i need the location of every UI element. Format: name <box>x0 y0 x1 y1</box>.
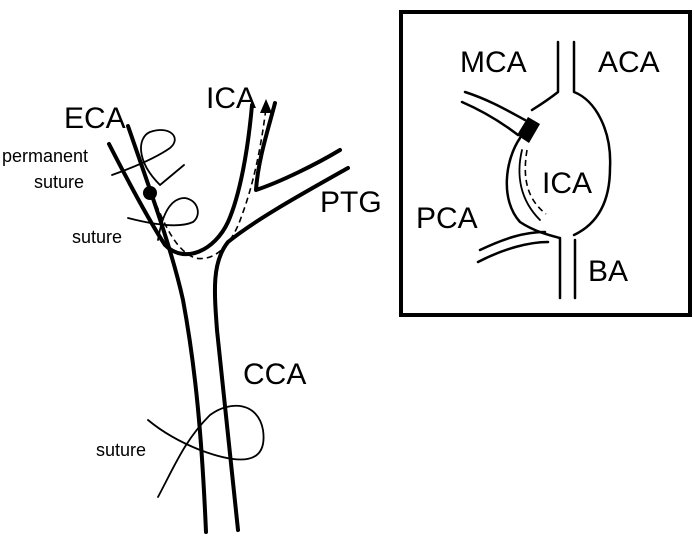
mca-lower-wall <box>460 100 520 137</box>
label-suture-lower: suture <box>96 440 146 460</box>
permanent-suture-loop <box>111 129 185 186</box>
aca-left-wall <box>530 40 560 112</box>
filament-path <box>151 107 267 260</box>
neck-vessels <box>107 101 350 534</box>
arrow-head-icon <box>260 99 272 113</box>
label-ptg: PTG <box>320 186 382 219</box>
aca-right-wall <box>572 40 612 237</box>
ica-ptg-upper-wall <box>254 101 342 192</box>
inset-label-mca: MCA <box>460 46 527 79</box>
eca-ica-inner-wall <box>107 103 254 257</box>
inset-label-pca: PCA <box>416 202 478 235</box>
pca-lower-wall <box>476 240 550 264</box>
inset-label-ica: ICA <box>542 167 592 200</box>
label-suture-upper: suture <box>72 227 122 247</box>
label-ica: ICA <box>206 82 256 115</box>
cca-suture-loop <box>147 404 265 498</box>
mca-upper-wall <box>463 90 527 122</box>
mca-occluder <box>517 117 540 143</box>
pca-upper-wall <box>478 230 547 252</box>
eca-cca-left-wall <box>126 124 208 534</box>
inset-label-aca: ACA <box>598 46 660 79</box>
inset-label-ba: BA <box>588 255 628 288</box>
label-permanent-suture-2: suture <box>34 172 84 192</box>
label-eca: ECA <box>64 102 126 135</box>
inset-ica-wall <box>505 136 562 300</box>
inset-filament-solid <box>518 149 541 221</box>
upper-suture-loop <box>127 197 199 241</box>
inset-frame <box>399 10 692 317</box>
inset-panel: MCA ACA ICA PCA BA <box>399 10 692 317</box>
filament-tip <box>143 186 157 200</box>
label-permanent-suture-1: permanent <box>2 146 88 166</box>
label-cca: CCA <box>243 358 306 391</box>
ptg-cca-right-wall <box>212 166 350 532</box>
inset-filament-dashed <box>524 149 547 215</box>
